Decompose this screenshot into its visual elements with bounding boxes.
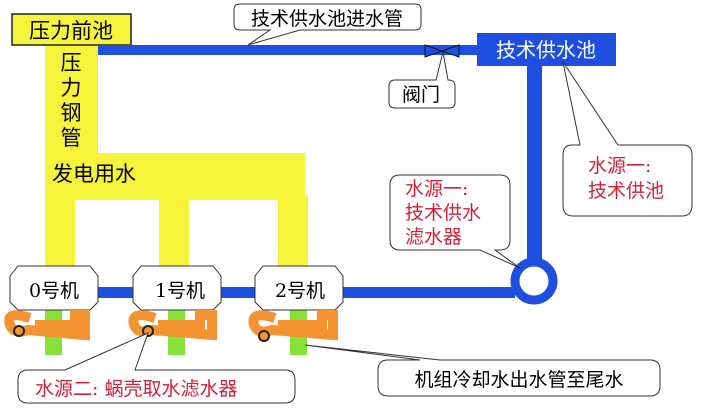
source1-filter-callout: 水源一: 技术供水 滤水器 <box>389 174 521 269</box>
generation-water-label: 发电用水 <box>52 162 136 186</box>
outlet-callout: 机组冷却水出水管至尾水 <box>304 344 661 397</box>
svg-text:管: 管 <box>61 126 82 150</box>
penstock-label: 压 力 钢 管 <box>61 51 82 150</box>
source2-callout: 水源二: 蜗壳取水滤水器 <box>17 332 296 404</box>
svg-text:滤水器: 滤水器 <box>405 226 462 248</box>
filter-ring <box>510 257 558 305</box>
forebay-box: 压力前池 <box>11 13 132 46</box>
tech-pool-label: 技术供水池 <box>496 38 596 62</box>
svg-text:压: 压 <box>61 51 82 75</box>
forebay-label: 压力前池 <box>29 19 113 43</box>
svg-text:技术供池: 技术供池 <box>588 180 664 202</box>
svg-text:水源二: 蜗壳取水滤水器: 水源二: 蜗壳取水滤水器 <box>35 378 237 400</box>
tech-pool-box: 技术供水池 <box>477 33 616 66</box>
unit-0: 0号机 <box>4 265 99 355</box>
svg-text:0号机: 0号机 <box>29 280 79 302</box>
unit-2: 2号机 <box>248 265 344 355</box>
source1-pool-callout: 水源一: 技术供池 <box>562 61 693 217</box>
svg-text:2号机: 2号机 <box>275 280 325 302</box>
svg-text:水源一:: 水源一: <box>588 155 651 177</box>
svg-text:力: 力 <box>61 76 82 100</box>
svg-text:阀门: 阀门 <box>402 84 440 106</box>
valve-icon <box>424 44 460 58</box>
svg-text:机组冷却水出水管至尾水: 机组冷却水出水管至尾水 <box>414 369 623 391</box>
svg-text:技术供水池进水管: 技术供水池进水管 <box>251 8 403 30</box>
valve-callout: 阀门 <box>388 51 456 109</box>
svg-text:钢: 钢 <box>61 101 82 125</box>
inlet-pipe-callout: 技术供水池进水管 <box>233 3 422 46</box>
generation-water-pipes <box>45 45 308 270</box>
svg-text:水源一:: 水源一: <box>405 178 468 200</box>
svg-text:技术供水: 技术供水 <box>405 202 481 224</box>
unit-1: 1号机 <box>128 265 222 355</box>
svg-text:1号机: 1号机 <box>155 280 205 302</box>
